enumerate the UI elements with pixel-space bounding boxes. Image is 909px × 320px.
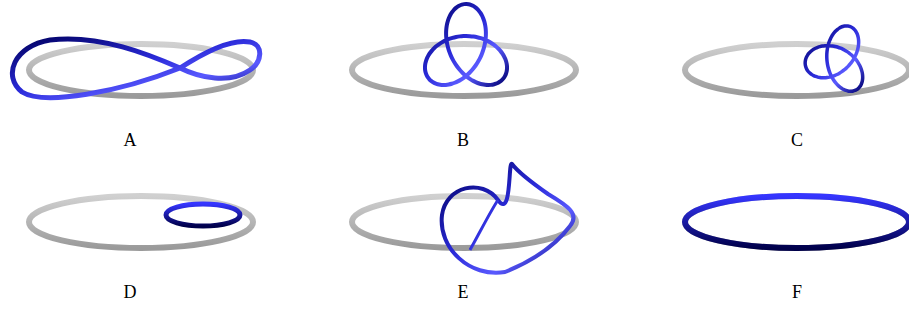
panel-letter: C: [791, 131, 803, 149]
reference-ring: [685, 196, 909, 248]
ribbon-curve: [685, 196, 909, 248]
panel-letter: F: [792, 283, 802, 301]
reference-ring: [352, 196, 576, 248]
panel-letter: B: [457, 131, 469, 149]
panel-letter: D: [124, 283, 137, 301]
ribbon-curve: [425, 4, 507, 85]
panel-letter: E: [458, 283, 469, 301]
ribbon-curve: [805, 26, 863, 91]
reference-ring: [352, 44, 576, 96]
ribbon-curve: [12, 39, 259, 98]
reference-ring: [685, 44, 909, 96]
panel-letter: A: [124, 131, 137, 149]
ribbon-curve: [470, 200, 498, 250]
ribbon-curve: [442, 164, 574, 273]
ribbon-curve: [166, 204, 240, 226]
reference-ring: [29, 196, 253, 248]
